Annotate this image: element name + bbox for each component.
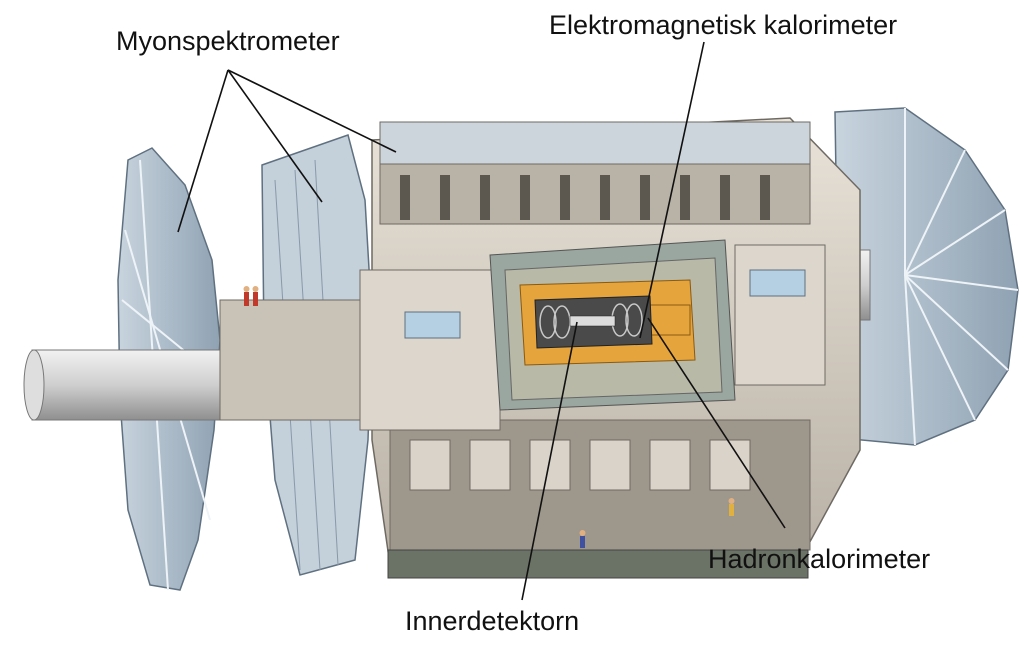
leader-lines <box>177 41 786 601</box>
end-caps <box>219 244 826 431</box>
leader-inner <box>521 321 578 601</box>
label-inner-detector: Innerdetektorn <box>405 606 580 636</box>
label-em-calorimeter: Elektromagnetisk kalorimeter <box>549 10 898 40</box>
leader-muon-3 <box>227 69 397 153</box>
label-muon-spectrometer: Myonspektrometer <box>116 26 340 56</box>
right-muon-wheel <box>834 107 1019 446</box>
leader-muon-2 <box>227 69 323 203</box>
human-figures <box>243 286 735 548</box>
leader-em <box>639 41 705 339</box>
label-hadron-calorimeter: Hadronkalorimeter <box>708 544 931 574</box>
leader-hadron <box>647 317 786 529</box>
inner-cavity <box>489 239 736 411</box>
leader-muon-1 <box>177 69 229 233</box>
